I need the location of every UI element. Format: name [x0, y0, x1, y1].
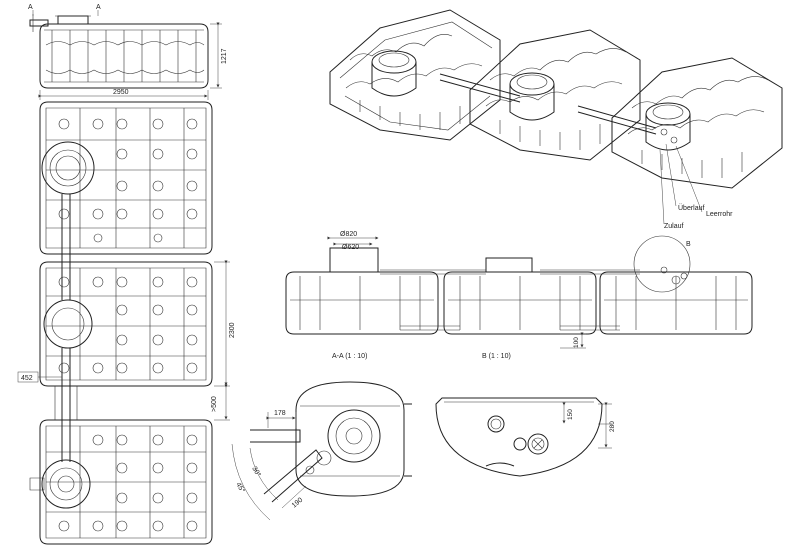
caption-detail-b: B (1 : 10) [482, 353, 511, 360]
side-view-dimensions: Ø820 Ø620 100 [327, 231, 586, 349]
plan-tank-3 [29, 419, 213, 545]
dim-label-280: 280 [609, 421, 616, 432]
plan-view-dimensions: 2300 >500 452 [17, 260, 236, 421]
detail-mark-b: B [686, 241, 691, 248]
front-view-dimensions: 2950 1217 [38, 22, 228, 100]
iso-tank-1 [329, 9, 501, 141]
angle-label-30: 30° [250, 465, 262, 478]
dim-label-500: >500 [211, 396, 218, 412]
dim-label-100: 100 [573, 337, 580, 348]
side-view: B [285, 235, 753, 335]
section-aa-dimensions: 178 30° 45° 190 [231, 410, 307, 521]
width-label-2950: 2950 [113, 89, 129, 96]
dim-label-2300: 2300 [229, 322, 236, 338]
iso-tank-3 [611, 57, 783, 189]
label-zulauf: Zulauf [664, 223, 684, 230]
dim-label-150: 150 [567, 409, 574, 420]
front-view-tank [29, 14, 209, 89]
caption-section-aa: A-A (1 : 10) [332, 353, 367, 360]
dim-label-178: 178 [274, 410, 286, 417]
section-mark-left: A [28, 4, 33, 11]
section-mark-right: A [96, 4, 101, 11]
plan-view [29, 101, 213, 545]
section-marks: A A [28, 4, 101, 16]
dim-label-452: 452 [21, 375, 33, 382]
angle-label-45: 45° [234, 481, 246, 494]
iso-view: Überlauf Leerrohr Zulauf [329, 9, 783, 230]
iso-tank-2 [469, 29, 641, 161]
section-aa-view [250, 381, 412, 503]
label-ueberlauf: Überlauf [678, 204, 705, 212]
plan-tank-1 [39, 101, 213, 255]
dia-label-820: Ø820 [340, 231, 357, 238]
label-leerrohr: Leerrohr [706, 211, 733, 218]
height-label-1217: 1217 [221, 48, 228, 64]
plan-tank-2 [39, 261, 213, 387]
detail-b-view [435, 397, 603, 477]
detail-b-dimensions: 150 280 [562, 402, 616, 449]
dia-label-620: Ø620 [342, 244, 359, 251]
dim-label-190: 190 [291, 497, 305, 510]
